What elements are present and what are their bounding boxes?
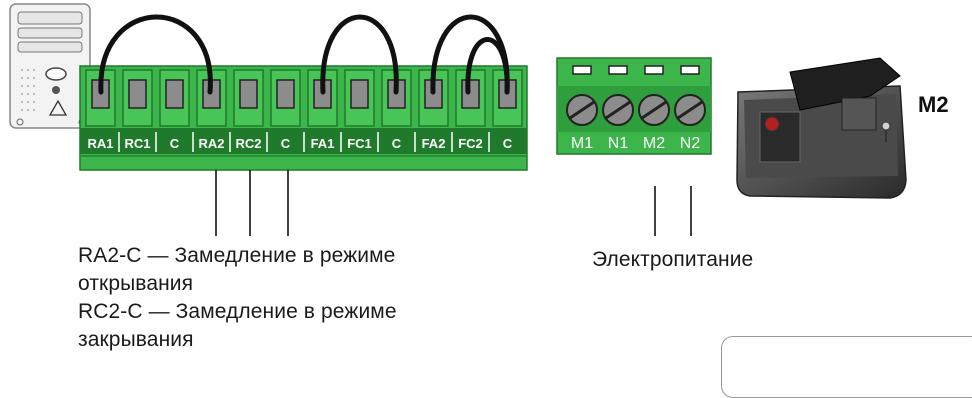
jumper-fc2-c bbox=[465, 37, 510, 95]
jumper-fa1-c bbox=[320, 14, 399, 95]
terminal-label: RC1 bbox=[124, 136, 150, 151]
terminal-fc1-7: FC1 bbox=[344, 69, 379, 152]
power-terminal-n2: N2 bbox=[674, 65, 706, 152]
terminal-label: RA2 bbox=[198, 136, 224, 151]
power-terminal-m2: M2 bbox=[638, 65, 670, 152]
terminal-c-5: C bbox=[270, 69, 305, 152]
jumper-wires bbox=[98, 14, 510, 95]
terminal-block-main: RA1 RC1 C RA2 RC2 C FA1 FC1 C FA2 FC2 C bbox=[79, 65, 528, 171]
caption-line: закрывания bbox=[78, 328, 194, 351]
terminal-label: C bbox=[170, 136, 180, 151]
terminal-label: C bbox=[503, 136, 513, 151]
terminal-label: FA2 bbox=[422, 136, 446, 151]
leader-lines-power bbox=[654, 186, 692, 236]
terminal-label: FC1 bbox=[347, 136, 372, 151]
motor-image bbox=[736, 57, 907, 199]
note-box bbox=[721, 336, 972, 398]
terminal-label: C bbox=[392, 136, 402, 151]
power-caption: Электропитание bbox=[592, 248, 754, 271]
power-terminal-label: M2 bbox=[643, 135, 665, 152]
power-terminal-label: N1 bbox=[608, 135, 629, 152]
slowdown-caption: RA2-C — Замедление в режиме открывания R… bbox=[78, 242, 438, 354]
caption-line: открывания bbox=[78, 272, 194, 295]
caption-line: RC2-C — Замедление в режиме bbox=[78, 300, 397, 323]
motor-label: M2 bbox=[918, 92, 949, 117]
power-terminal-label: N2 bbox=[680, 135, 701, 152]
power-terminal-n1: N1 bbox=[602, 65, 634, 152]
power-terminal-m1: M1 bbox=[566, 65, 598, 152]
wiring-diagram: RA1 RC1 C RA2 RC2 C FA1 FC1 C FA2 FC2 C M1 N1 M2 N2 bbox=[9, 3, 907, 236]
power-terminal-label: M1 bbox=[571, 135, 593, 152]
terminal-label: RA1 bbox=[87, 136, 113, 151]
leader-lines-slowdown bbox=[215, 170, 289, 236]
terminal-label: RC2 bbox=[235, 136, 261, 151]
jumper-ra1-ra2 bbox=[98, 14, 213, 95]
terminal-label: FC2 bbox=[458, 136, 483, 151]
terminal-c-2: C bbox=[159, 69, 194, 152]
terminal-label: C bbox=[281, 136, 291, 151]
terminal-rc1-1: RC1 bbox=[122, 69, 157, 152]
terminal-label: FA1 bbox=[311, 136, 335, 151]
terminal-rc2-4: RC2 bbox=[233, 69, 268, 152]
terminal-block-power: M1 N1 M2 N2 bbox=[556, 57, 712, 155]
control-board-image bbox=[9, 3, 91, 129]
caption-line: RA2-C — Замедление в режиме bbox=[78, 244, 396, 267]
